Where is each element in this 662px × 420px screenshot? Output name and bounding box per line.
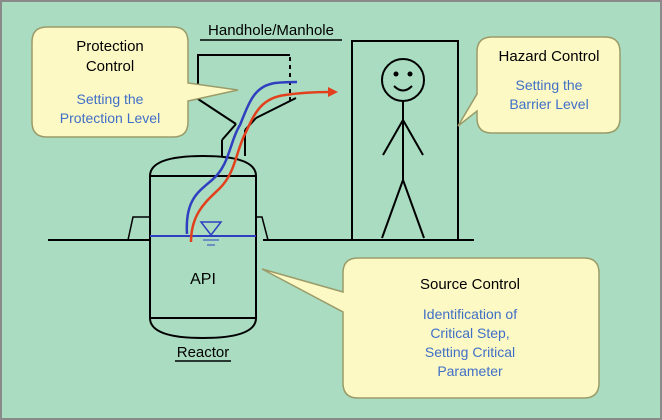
source-callout-body-line2: Critical Step,: [430, 325, 510, 341]
person-left-leg: [381, 179, 404, 239]
hazard-callout-title: Hazard Control: [498, 48, 600, 65]
liquid-level-symbol: [199, 221, 223, 237]
handhole-manhole-label: Handhole/Manhole: [208, 22, 334, 39]
person-right-eye: [407, 71, 413, 77]
source-callout-bubble: [261, 257, 600, 399]
reactor-left-bracket: [127, 216, 150, 241]
protection-callout-title-line1: Protection: [76, 38, 144, 55]
reactor-right-bracket: [256, 216, 269, 241]
barrier-door-frame: [351, 40, 459, 241]
source-callout-body-line1: Identification of: [422, 306, 518, 322]
person-right-arm: [402, 119, 424, 156]
protection-callout-body-line2: Protection Level: [59, 110, 161, 126]
handhole-base-line: [197, 98, 237, 125]
blue-exposure-path: [185, 80, 298, 235]
person-smile: [393, 85, 413, 92]
protection-callout-bubble: [31, 26, 239, 138]
api-label: API: [190, 271, 216, 288]
person-right-leg: [402, 179, 425, 239]
source-callout-body-line3: Setting Critical: [424, 344, 516, 360]
person-left-arm: [382, 119, 404, 156]
hazard-callout-body-line2: Barrier Level: [509, 96, 589, 112]
red-exposure-path: [189, 90, 331, 243]
source-callout-body-line4: Parameter: [437, 363, 503, 379]
red-path-arrowhead: [328, 87, 338, 97]
handhole-door: [255, 97, 297, 119]
protection-callout-title-line2: Control: [85, 58, 135, 75]
source-callout-title: Source Control: [419, 276, 521, 293]
hazard-callout-bubble: [457, 36, 621, 134]
hazard-callout-body-line1: Setting the: [515, 77, 583, 93]
protection-callout-body-line1: Setting the: [76, 91, 144, 107]
person-left-eye: [393, 71, 399, 77]
nozzle-line-3: [221, 123, 237, 141]
reactor-label: Reactor: [176, 344, 230, 361]
